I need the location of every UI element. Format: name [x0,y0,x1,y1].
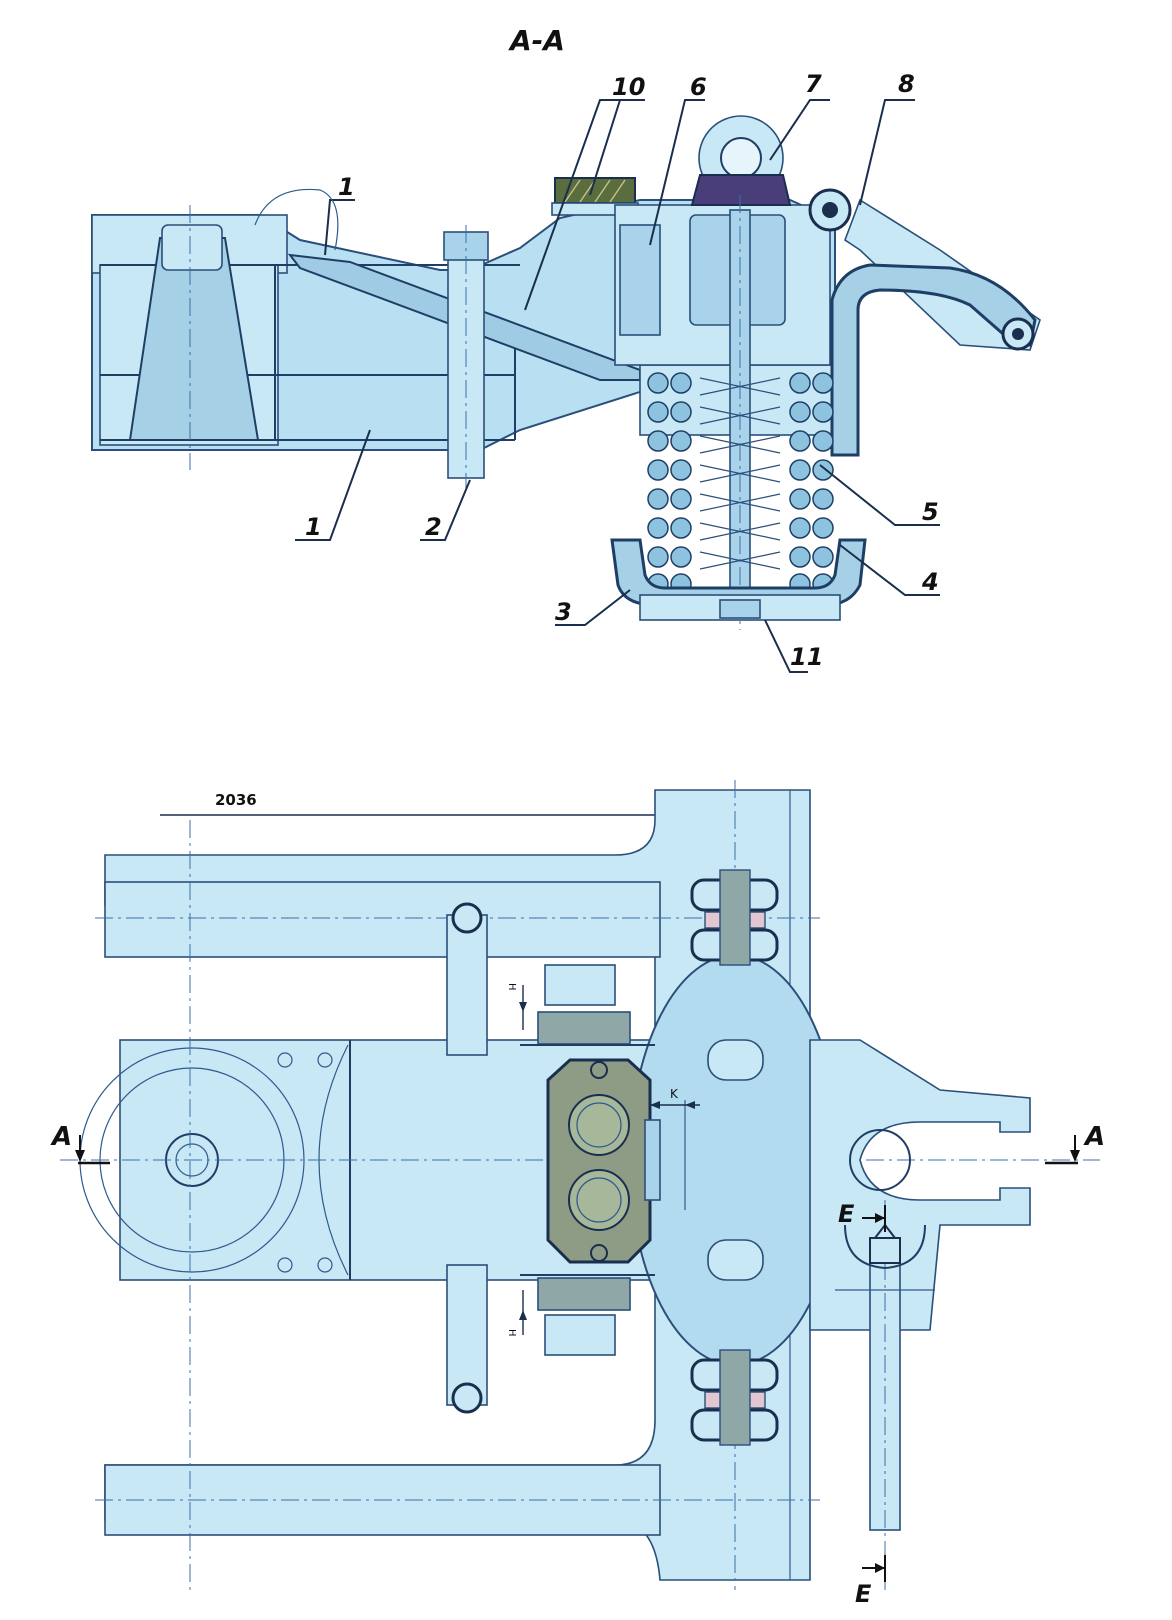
side-rail-top [104,881,661,958]
pad-seat-top [544,964,616,1006]
callout-4: 4 [921,568,939,596]
fork-pin [849,1129,911,1191]
callout-7: 7 [805,70,822,98]
pad-top [537,1011,631,1045]
damper-box [546,1058,652,1264]
callout-10: 10 [612,73,645,101]
svg-text:A: A [1083,1122,1105,1152]
svg-text:E: E [838,1200,855,1228]
section-marker-e-bottom: E [855,1555,886,1608]
callout-1-bottom: 1 [305,513,322,541]
bolt-stack-top [690,869,779,966]
gap-label-k: K [670,1087,679,1101]
nut-cup [844,1224,926,1270]
callout-5: 5 [922,498,939,526]
plan-view: 2036 [50,780,1105,1608]
link-rod-bottom [446,1264,488,1406]
hook-arm [830,263,1037,457]
section-marker-e-top: E [838,1200,886,1232]
damper-cylinder-top [568,1094,630,1156]
pad-bottom [537,1277,631,1311]
svg-text:H: H [506,983,517,991]
section-title: A-A [508,24,565,57]
gap-marker-top: H [506,983,527,1030]
link-bolt-bottom [451,1382,483,1414]
callout-2: 2 [425,513,442,541]
damper-cylinder-bottom [568,1169,630,1231]
svg-text:E: E [855,1580,872,1608]
bracket-7-body [690,174,792,206]
pad-seat-bottom [544,1314,616,1356]
callout-6: 6 [690,73,707,101]
fork-bracket [809,1039,1031,1331]
callout-leaders [254,99,940,673]
callout-11: 11 [790,643,823,671]
section-marker-left: A [50,1122,110,1165]
link-bolt-top [451,902,483,934]
section-marker-right: A [1045,1122,1105,1165]
callout-3: 3 [555,598,572,626]
bolt-stack-bottom [690,1349,779,1446]
oval-slots [707,1039,764,1281]
dimension-value: 2036 [215,791,257,809]
callout-1-top: 1 [338,173,355,201]
callout-8: 8 [898,70,915,98]
beam-bolts [277,1052,333,1273]
link-rod-top [446,914,488,1056]
pedestal-cap [161,224,223,271]
svg-text:A: A [50,1122,72,1152]
oval-plate [629,954,841,1366]
gap-marker-bottom: H [506,1290,527,1337]
section-view-a-a: A-A [91,24,1041,673]
svg-text:H: H [506,1329,517,1337]
coil-spring-5 [647,372,834,595]
